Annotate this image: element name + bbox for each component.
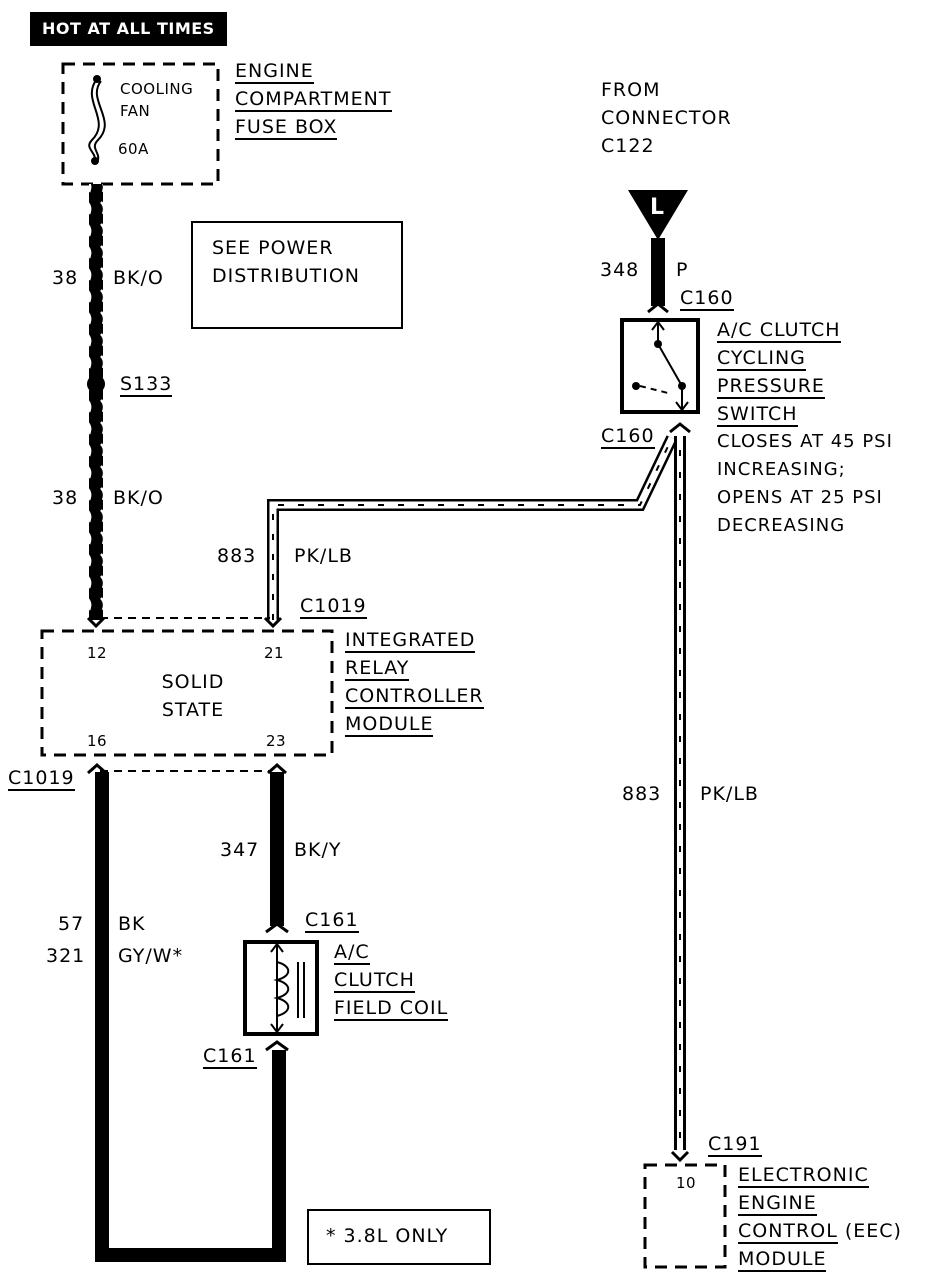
wire-347-bk-y xyxy=(270,772,284,926)
wire-348-num: 348 xyxy=(600,259,640,281)
wire-348-p xyxy=(651,238,665,306)
eec-module-title: ELECTRONIC ENGINE CONTROL (EEC) MODULE xyxy=(738,1164,902,1272)
c161-top-terminal xyxy=(265,922,289,934)
c161-bottom-terminal xyxy=(265,1040,289,1052)
connector-c191: C191 xyxy=(708,1133,762,1157)
c191-terminal xyxy=(670,1150,690,1163)
wire-347-color: BK/Y xyxy=(294,839,342,861)
wire-883-right-color: PK/LB xyxy=(700,783,759,805)
connector-arrow-l xyxy=(628,190,688,240)
pin-12-terminal xyxy=(86,616,106,629)
fuse-rating: 60A xyxy=(118,140,149,158)
relay-module-title: INTEGRATED RELAY CONTROLLER MODULE xyxy=(345,629,484,737)
c160-bottom-terminal xyxy=(669,422,691,434)
pressure-switch-title: A/C CLUTCH CYCLING PRESSURE SWITCH xyxy=(717,319,841,427)
from-connector-label: FROM CONNECTOR C122 xyxy=(601,79,732,157)
wire-883-left-num: 883 xyxy=(217,545,257,567)
pin-16-terminal xyxy=(87,762,107,775)
wire-57-color: BK xyxy=(118,913,146,935)
wire-883-left-color: PK/LB xyxy=(294,545,353,567)
fuse-name: COOLING FAN xyxy=(120,80,194,120)
pin-23-label: 23 xyxy=(266,732,287,750)
pin-23-terminal xyxy=(267,762,287,775)
connector-c160-bottom: C160 xyxy=(601,425,655,449)
wire-348-color: P xyxy=(676,259,689,281)
wire-57-num: 57 xyxy=(58,913,85,935)
field-coil-title: A/C CLUTCH FIELD COIL xyxy=(334,941,449,1021)
wire-38-top-num: 38 xyxy=(52,267,79,289)
wire-883-pk-lb-left xyxy=(267,435,678,620)
wire-57-bk-321-gy-w xyxy=(95,772,286,1262)
wire-321-num: 321 xyxy=(46,945,86,967)
see-power-distribution-note: SEE POWER DISTRIBUTION xyxy=(212,237,361,287)
connector-c160-top: C160 xyxy=(680,287,734,311)
pin-16-label: 16 xyxy=(87,732,108,750)
wire-883-pk-lb-right xyxy=(674,436,686,1150)
pressure-switch-symbol xyxy=(620,318,700,414)
splice-s133-label: S133 xyxy=(120,373,173,397)
power-distribution-box xyxy=(191,221,403,329)
wire-347-num: 347 xyxy=(220,839,260,861)
connector-c161-top: C161 xyxy=(305,909,359,933)
pin-12-label: 12 xyxy=(87,644,108,662)
wire-38-bottom-color: BK/O xyxy=(113,487,164,509)
footnote-box xyxy=(307,1209,491,1265)
wire-38-bottom-num: 38 xyxy=(52,487,79,509)
connector-c1019-top: C1019 xyxy=(300,595,367,619)
solid-state-label: SOLID STATE xyxy=(161,671,225,721)
fuse-box-title: ENGINE COMPARTMENT FUSE BOX xyxy=(235,60,392,140)
wire-38-top-color: BK/O xyxy=(113,267,164,289)
pressure-switch-desc: CLOSES AT 45 PSI INCREASING; OPENS AT 25… xyxy=(717,431,893,536)
field-coil-symbol xyxy=(243,940,319,1036)
c160-top-terminal xyxy=(647,302,669,314)
connector-c1019-bottom: C1019 xyxy=(8,767,75,791)
pin-21-terminal xyxy=(263,616,283,629)
connector-arrow-letter: L xyxy=(650,195,666,220)
relay-module-outline xyxy=(40,629,334,757)
splice-s133-dot xyxy=(87,375,105,393)
hot-at-all-times-label: HOT AT ALL TIMES xyxy=(30,12,227,46)
footnote-3-8l: * 3.8L ONLY xyxy=(326,1225,449,1247)
connector-c161-bottom: C161 xyxy=(203,1045,257,1069)
wire-883-right-num: 883 xyxy=(622,783,662,805)
wire-321-color: GY/W* xyxy=(118,945,184,967)
wire-38-bk-o xyxy=(89,184,103,620)
eec-pin-10: 10 xyxy=(676,1174,697,1192)
pin-21-label: 21 xyxy=(264,644,285,662)
eec-module-outline xyxy=(643,1163,727,1269)
eec-suffix: (EEC) xyxy=(844,1220,902,1242)
fuse-icon xyxy=(88,75,106,165)
fuse-box-outline xyxy=(61,62,220,186)
